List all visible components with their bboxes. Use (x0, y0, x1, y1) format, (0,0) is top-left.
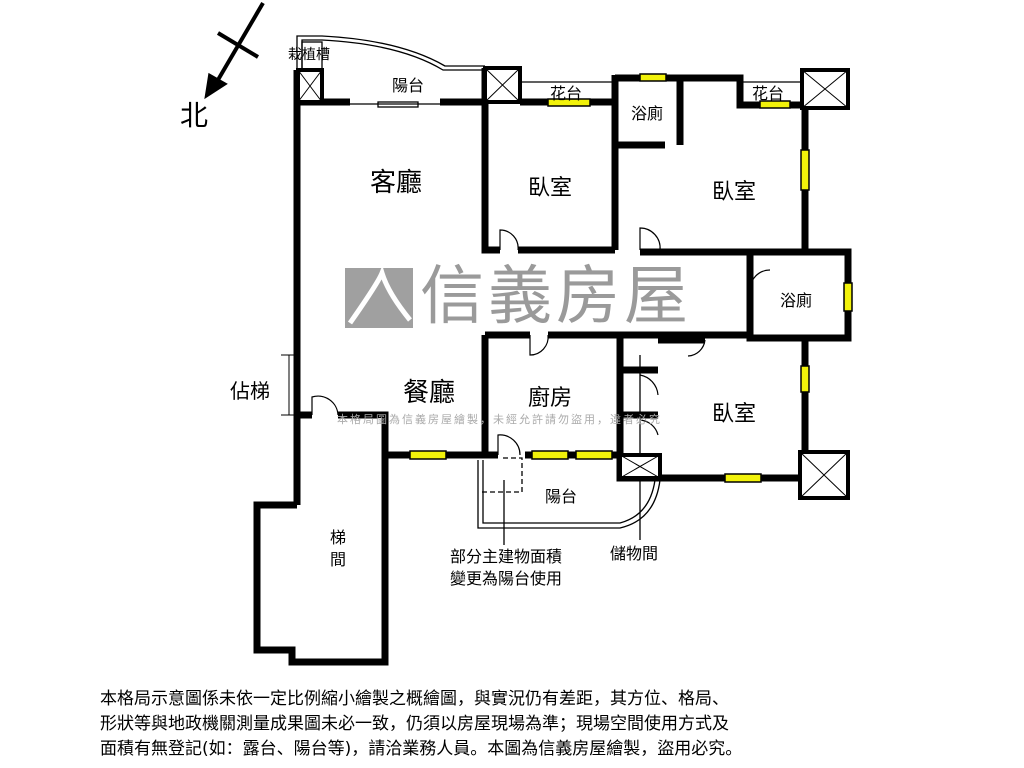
balcony-outlines (296, 35, 800, 545)
annotation-line-1: 部分主建物面積 (450, 547, 563, 566)
watermark-logo-icon (345, 265, 413, 328)
door-swings[interactable] (311, 227, 771, 456)
bedroom-2-label: 臥室 (712, 180, 757, 205)
bathroom-1-label: 浴廁 (631, 104, 664, 123)
structural-columns (296, 66, 850, 500)
watermark-notice: 本格局圖為信義房屋繪製，未經允許請勿盜用，違者必究 (337, 413, 662, 426)
bedroom-3-label: 臥室 (712, 402, 757, 427)
disclaimer-line: 形狀等與地政機關測量成果圖未必一致，仍須以房屋現場為準；現場空間使用方式及 (100, 714, 729, 734)
balcony-bottom-label: 陽台 (545, 487, 578, 506)
watermark-brand: 信義房屋 (420, 260, 692, 334)
disclaimer-line: 面積有無登記(如：露台、陽台等)，請洽業務人員。本圖為信義房屋繪製，盜用必究。 (100, 739, 743, 759)
bathroom-2-label: 浴廁 (780, 291, 813, 310)
dining-room-label: 餐廳 (403, 378, 456, 408)
north-label: 北 (180, 99, 209, 132)
stair-occupy-label: 佔梯 (230, 379, 270, 403)
annotation-note: 部分主建物面積 變更為陽台使用 (450, 546, 562, 590)
balcony-top-label: 陽台 (392, 76, 425, 95)
living-room-label: 客廳 (370, 168, 423, 198)
bedroom-1-label: 臥室 (528, 176, 573, 201)
kitchen-label: 廚房 (528, 386, 573, 411)
flower-bed-1-label: 花台 (550, 84, 583, 103)
windows (409, 73, 853, 483)
annotation-line-2: 變更為陽台使用 (450, 569, 563, 588)
north-arrow-icon (204, 1, 265, 100)
planter-label: 栽植槽 (288, 47, 330, 63)
storage-label: 儲物間 (610, 544, 659, 563)
stair-dimension (281, 354, 297, 416)
flower-bed-2-label: 花台 (752, 84, 785, 103)
disclaimer-line: 本格局示意圖係未依一定比例縮小繪製之概繪圖，與實況仍有差距，其方位、格局、 (100, 689, 729, 709)
disclaimer: 本格局示意圖係未依一定比例縮小繪製之概繪圖，與實況仍有差距，其方位、格局、 形狀… (100, 687, 742, 762)
stairwell-label: 梯間 (330, 528, 347, 569)
